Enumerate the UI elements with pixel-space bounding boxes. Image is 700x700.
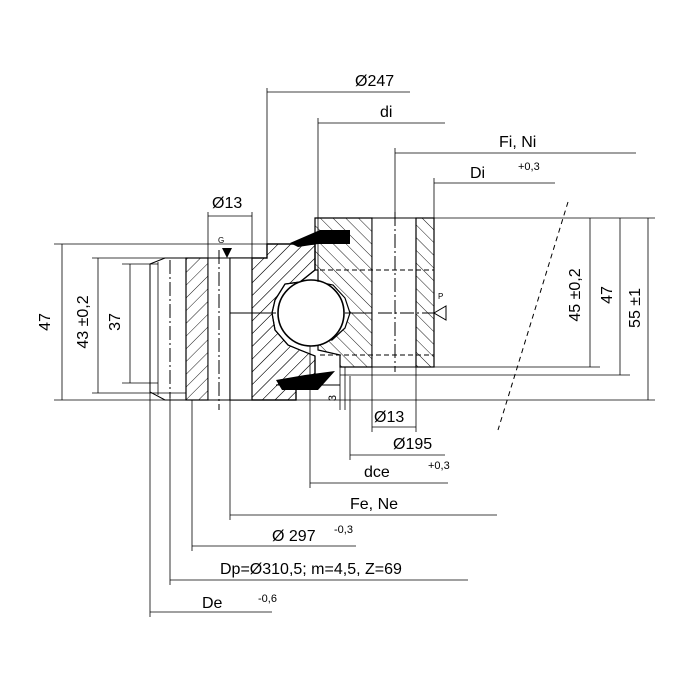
dimension-37: 37 xyxy=(107,264,131,383)
svg-text:47: 47 xyxy=(37,313,54,331)
svg-text:47: 47 xyxy=(599,286,616,304)
dimension-d13-bottom: Ø13 xyxy=(371,367,417,432)
dimension-45: 45 ±0,2 xyxy=(567,218,591,367)
dimension-47-right: 47 xyxy=(599,218,621,375)
dimension-gear-pitch: Dp=Ø310,5; m=4,5, Z=69 xyxy=(169,398,468,585)
svg-text:45 ±0,2: 45 ±0,2 xyxy=(567,268,584,321)
dimension-3: 3 xyxy=(327,367,346,410)
svg-text:-0,3: -0,3 xyxy=(334,524,353,536)
p-marker xyxy=(433,305,447,321)
g-marker xyxy=(222,248,232,258)
svg-text:Ø13: Ø13 xyxy=(212,195,242,212)
ball xyxy=(277,279,345,347)
dimension-d195: Ø195 xyxy=(349,376,445,460)
svg-text:Fi, Ni: Fi, Ni xyxy=(499,134,536,151)
seal-top xyxy=(290,230,350,247)
svg-text:37: 37 xyxy=(107,313,124,331)
dimension-di: di xyxy=(317,104,445,282)
svg-text:Ø13: Ø13 xyxy=(374,409,404,426)
svg-text:Ø195: Ø195 xyxy=(393,436,432,453)
dimension-dce: dce +0,3 xyxy=(309,346,450,488)
p-label: P xyxy=(438,292,443,301)
dimension-55: 55 ±1 xyxy=(627,218,649,400)
dimension-47-left: 47 xyxy=(37,244,63,400)
g-label: G xyxy=(218,236,224,245)
dimension-De: De -0,6 xyxy=(149,392,277,617)
dimension-d297: Ø 297 -0,3 xyxy=(191,400,356,551)
dimension-fe-ne: Fe, Ne xyxy=(229,400,497,520)
svg-text:De: De xyxy=(202,595,223,612)
break-line xyxy=(497,201,569,431)
svg-text:Ø 297: Ø 297 xyxy=(272,528,316,545)
svg-text:di: di xyxy=(380,104,392,121)
svg-text:Dp=Ø310,5; m=4,5, Z=69: Dp=Ø310,5; m=4,5, Z=69 xyxy=(220,561,402,578)
dimension-Di: Di +0,3 xyxy=(433,161,555,218)
svg-text:43 ±0,2: 43 ±0,2 xyxy=(75,295,92,348)
svg-text:Di: Di xyxy=(470,165,485,182)
svg-text:dce: dce xyxy=(364,464,390,481)
dimension-d247: Ø247 xyxy=(266,73,410,244)
dimension-43: 43 ±0,2 xyxy=(75,258,99,393)
dimension-fi-ni: Fi, Ni xyxy=(394,134,636,212)
svg-text:Fe, Ne: Fe, Ne xyxy=(350,496,398,513)
svg-text:55 ±1: 55 ±1 xyxy=(627,288,644,328)
svg-text:+0,3: +0,3 xyxy=(518,161,540,173)
dimension-d13-top: Ø13 xyxy=(207,195,253,258)
svg-text:Ø247: Ø247 xyxy=(355,73,394,90)
svg-text:3: 3 xyxy=(327,395,339,401)
svg-text:+0,3: +0,3 xyxy=(428,460,450,472)
svg-text:-0,6: -0,6 xyxy=(258,593,277,605)
